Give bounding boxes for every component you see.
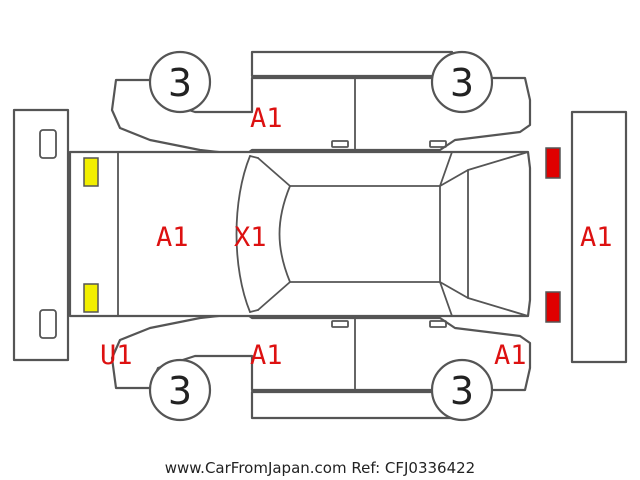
wheel-score: 3 xyxy=(450,369,474,413)
damage-code-left-doors: A1 xyxy=(250,103,283,134)
damage-code-right-doors: A1 xyxy=(250,340,283,371)
wheel-front-right: 3 xyxy=(148,358,212,422)
headlight-right xyxy=(83,283,99,313)
wheel-score: 3 xyxy=(168,61,192,105)
taillight-left xyxy=(545,147,561,179)
damage-code-front-bumper-corner: U1 xyxy=(100,340,133,371)
headlight-left xyxy=(83,157,99,187)
wheel-score: 3 xyxy=(168,369,192,413)
source-caption: www.CarFromJapan.com Ref: CFJ0336422 xyxy=(165,459,475,477)
wheel-rear-right: 3 xyxy=(430,358,494,422)
front-bumper xyxy=(12,108,70,362)
car-body-top-view xyxy=(68,150,532,318)
damage-code-hood: A1 xyxy=(156,222,189,253)
damage-code-windshield: X1 xyxy=(234,222,267,253)
wheel-score: 3 xyxy=(450,61,474,105)
wheel-rear-left: 3 xyxy=(430,50,494,114)
damage-code-right-rear-corner: A1 xyxy=(494,340,527,371)
rear-bumper xyxy=(570,110,628,364)
wheel-front-left: 3 xyxy=(148,50,212,114)
right-side-panel xyxy=(110,311,532,420)
taillight-right xyxy=(545,291,561,323)
damage-code-rear: A1 xyxy=(580,222,613,253)
